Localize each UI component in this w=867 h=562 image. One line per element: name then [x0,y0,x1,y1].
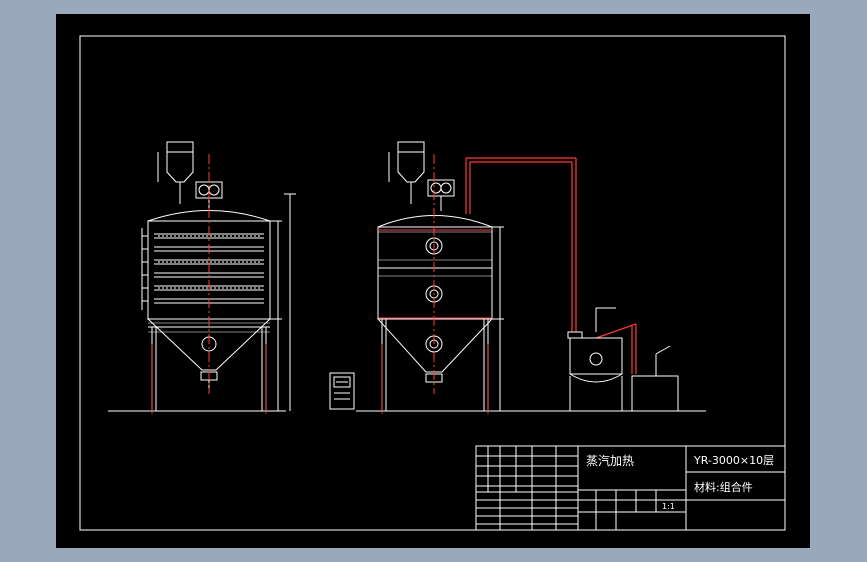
dryer-section-view [141,141,296,412]
heating-method-label: 蒸汽加热 [586,453,634,468]
shell-exterior [377,226,493,320]
hopper-body [166,151,194,183]
dryer-exterior-view [376,141,504,411]
drawing-viewport[interactable]: 蒸汽加热 YR-3000×10层 材料:组合件 1:1 [56,14,810,548]
vacuum-pump [631,345,679,412]
title-block [475,445,786,531]
material-label: 材料:组合件 [694,480,753,494]
model-label: YR-3000×10层 [693,454,774,467]
cad-drawing: 蒸汽加热 YR-3000×10层 材料:组合件 1:1 [79,35,786,531]
control-cabinet [329,372,355,410]
cone-bottom [146,318,272,371]
drawing-border [79,35,786,531]
scale-label: 1:1 [662,502,675,511]
condenser-tank [567,307,623,411]
hopper-top [166,141,194,153]
exhaust-piping [465,157,637,374]
